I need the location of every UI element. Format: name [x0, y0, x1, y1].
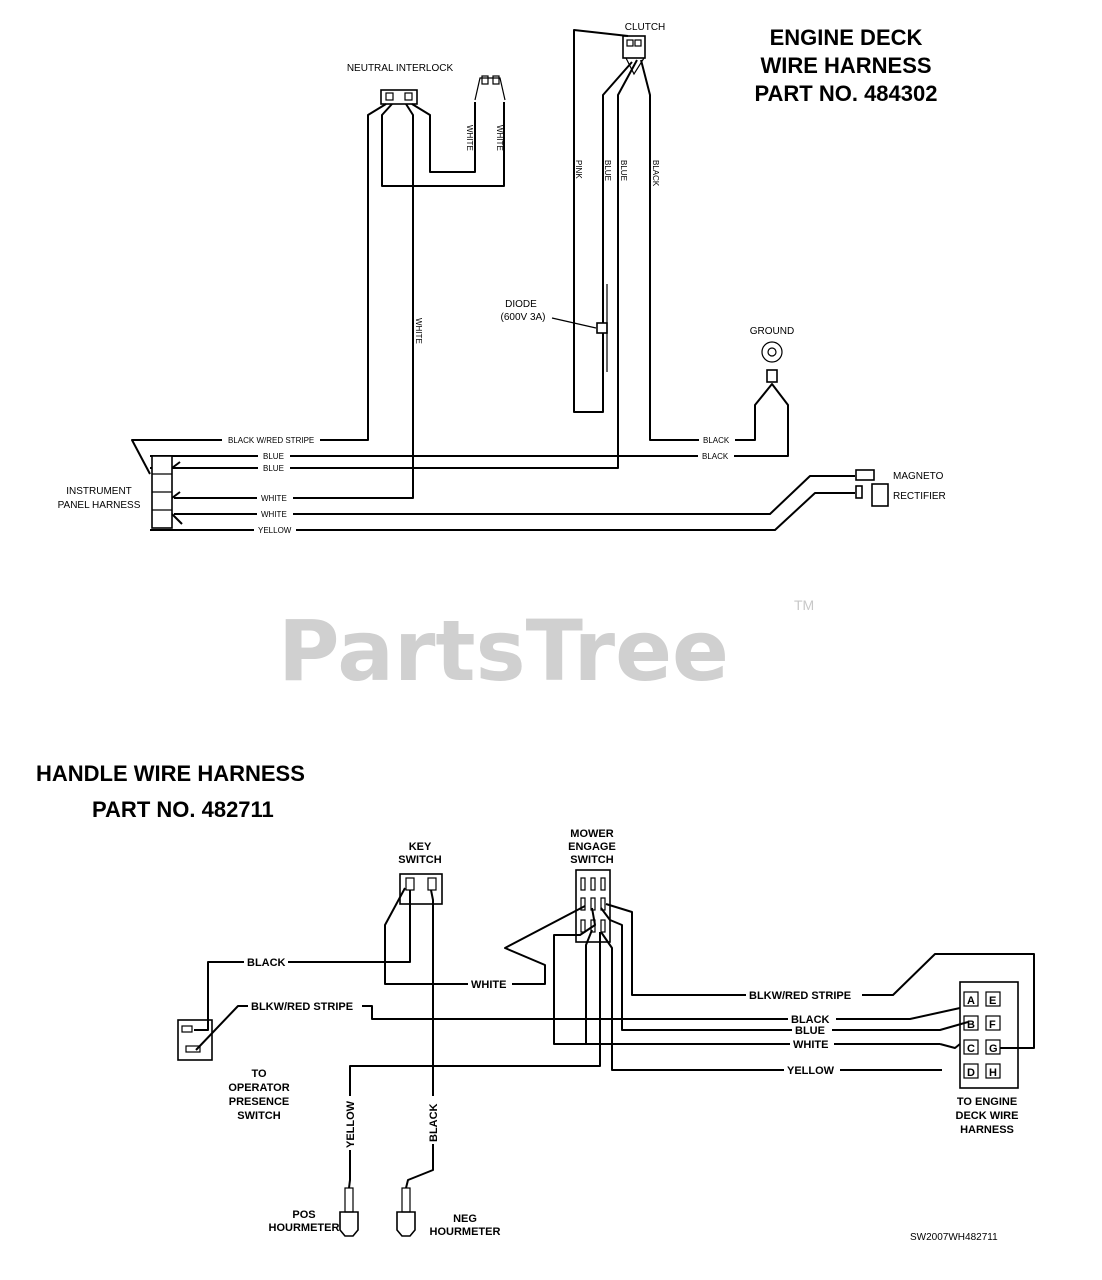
engine-label-line2: DECK WIRE: [956, 1110, 1019, 1122]
operator-label-line4: SWITCH: [237, 1110, 280, 1122]
instrument-panel-label-line1: INSTRUMENT: [66, 486, 132, 497]
pos-label-line1: POS: [292, 1209, 315, 1221]
handle-wire-yellow-r-label: YELLOW: [787, 1065, 835, 1077]
diode-label-line1: DIODE: [505, 299, 537, 310]
mower-label-line3: SWITCH: [570, 854, 613, 866]
engine-label-line1: TO ENGINE: [957, 1096, 1017, 1108]
watermark-trademark: TM: [794, 597, 814, 613]
engine-deck-title: ENGINE DECK WIRE HARNESS PART NO. 484302: [754, 25, 937, 106]
handle-wire-blk-red-right-label: BLKW/RED STRIPE: [749, 990, 851, 1002]
wire-black-h2-label: BLACK: [702, 452, 729, 461]
instrument-panel-connector: INSTRUMENT PANEL HARNESS: [58, 439, 183, 529]
handle-wire-white-r-label: WHITE: [793, 1039, 828, 1051]
pos-label-line2: HOURMETER: [269, 1222, 340, 1234]
engine-deck-connector: A B C D E F G H TO ENGINE DECK WIRE HARN…: [956, 981, 1019, 1136]
operator-presence-connector: TO OPERATOR PRESENCE SWITCH: [177, 1019, 290, 1122]
wire-blue-v2-label: BLUE: [619, 160, 628, 181]
handle-part-number: PART NO. 482711: [92, 797, 274, 822]
pin-h: H: [989, 1067, 997, 1079]
rectifier-label: RECTIFIER: [893, 491, 946, 502]
engine-deck-wire-labels: BLACK W/RED STRIPE BLUE BLUE BLACK BLACK…: [222, 434, 735, 536]
pin-b: B: [967, 1019, 975, 1031]
watermark: PartsTree: [278, 602, 729, 700]
magneto-rectifier: MAGNETO RECTIFIER: [150, 469, 946, 531]
neutral-interlock-label: NEUTRAL INTERLOCK: [347, 63, 454, 74]
operator-label-line3: PRESENCE: [229, 1096, 290, 1108]
handle-wires: [194, 887, 1035, 1189]
operator-label-line1: TO: [251, 1068, 267, 1080]
wire-yellow-h-label: YELLOW: [258, 526, 292, 535]
wire-blue-v1-label: BLUE: [603, 160, 612, 181]
pin-c: C: [967, 1043, 975, 1055]
handle-wire-black-label: BLACK: [247, 957, 286, 969]
pin-e: E: [989, 995, 996, 1007]
wire-black-v-label: BLACK: [651, 160, 660, 187]
handle-wire-black-v-label: BLACK: [428, 1103, 440, 1142]
engine-label-line3: HARNESS: [960, 1124, 1014, 1136]
ground-label: GROUND: [750, 326, 794, 337]
mower-label-line2: ENGAGE: [568, 841, 616, 853]
handle-title-line1: HANDLE WIRE HARNESS: [36, 761, 305, 786]
ground-terminal: GROUND: [150, 326, 794, 457]
diode: DIODE (600V 3A): [500, 284, 608, 372]
handle-wire-white-label: WHITE: [471, 979, 506, 991]
handle-wire-yellow-v-label: YELLOW: [345, 1100, 357, 1148]
hourmeter-terminals: POS HOURMETER NEG HOURMETER: [269, 1187, 501, 1238]
engine-deck-title-line2: WIRE HARNESS: [760, 53, 931, 78]
magneto-label: MAGNETO: [893, 471, 944, 482]
handle-wire-blk-red-left-label: BLKW/RED STRIPE: [251, 1001, 353, 1013]
neg-label-line2: HOURMETER: [430, 1226, 501, 1238]
pin-d: D: [967, 1067, 975, 1079]
instrument-panel-label-line2: PANEL HARNESS: [58, 500, 141, 511]
wire-white-a-label: WHITE: [465, 125, 474, 151]
pin-g: G: [989, 1043, 998, 1055]
diode-label-line2: (600V 3A): [500, 312, 545, 323]
neutral-interlock: NEUTRAL INTERLOCK: [347, 63, 506, 105]
interlock-wires: WHITE WHITE WHITE: [150, 102, 505, 499]
wire-black-h1-label: BLACK: [703, 436, 730, 445]
clutch-connector: CLUTCH: [622, 22, 666, 76]
wire-white-h2-label: WHITE: [261, 510, 287, 519]
wire-pink-label: PINK: [574, 160, 583, 179]
key-switch: KEY SWITCH: [398, 841, 443, 905]
engine-deck-part-number: PART NO. 484302: [754, 81, 937, 106]
wire-white-long-label: WHITE: [414, 318, 423, 344]
wire-blue-h2-label: BLUE: [263, 464, 284, 473]
operator-label-line2: OPERATOR: [228, 1082, 289, 1094]
wire-white-h1-label: WHITE: [261, 494, 287, 503]
handle-wire-blue-r-label: BLUE: [795, 1025, 825, 1037]
key-switch-label-line1: KEY: [409, 841, 432, 853]
wire-blk-red-stripe-label: BLACK W/RED STRIPE: [228, 436, 314, 445]
handle-wire-labels: BLACK WHITE BLKW/RED STRIPE BLKW/RED STR…: [244, 955, 862, 1150]
mower-label-line1: MOWER: [570, 828, 613, 840]
clutch-wires: PINK BLUE BLUE BLACK: [150, 29, 735, 469]
clutch-label: CLUTCH: [625, 22, 666, 33]
pin-a: A: [967, 995, 975, 1007]
part-code: SW2007WH482711: [910, 1232, 998, 1243]
key-switch-label-line2: SWITCH: [398, 854, 441, 866]
wire-white-b-label: WHITE: [495, 125, 504, 151]
mower-engage-switch: MOWER ENGAGE SWITCH: [568, 828, 616, 943]
wire-blue-h1-label: BLUE: [263, 452, 284, 461]
neg-label-line1: NEG: [453, 1213, 477, 1225]
pin-f: F: [989, 1019, 996, 1031]
engine-deck-title-line1: ENGINE DECK: [770, 25, 923, 50]
handle-title: HANDLE WIRE HARNESS PART NO. 482711: [36, 761, 305, 822]
